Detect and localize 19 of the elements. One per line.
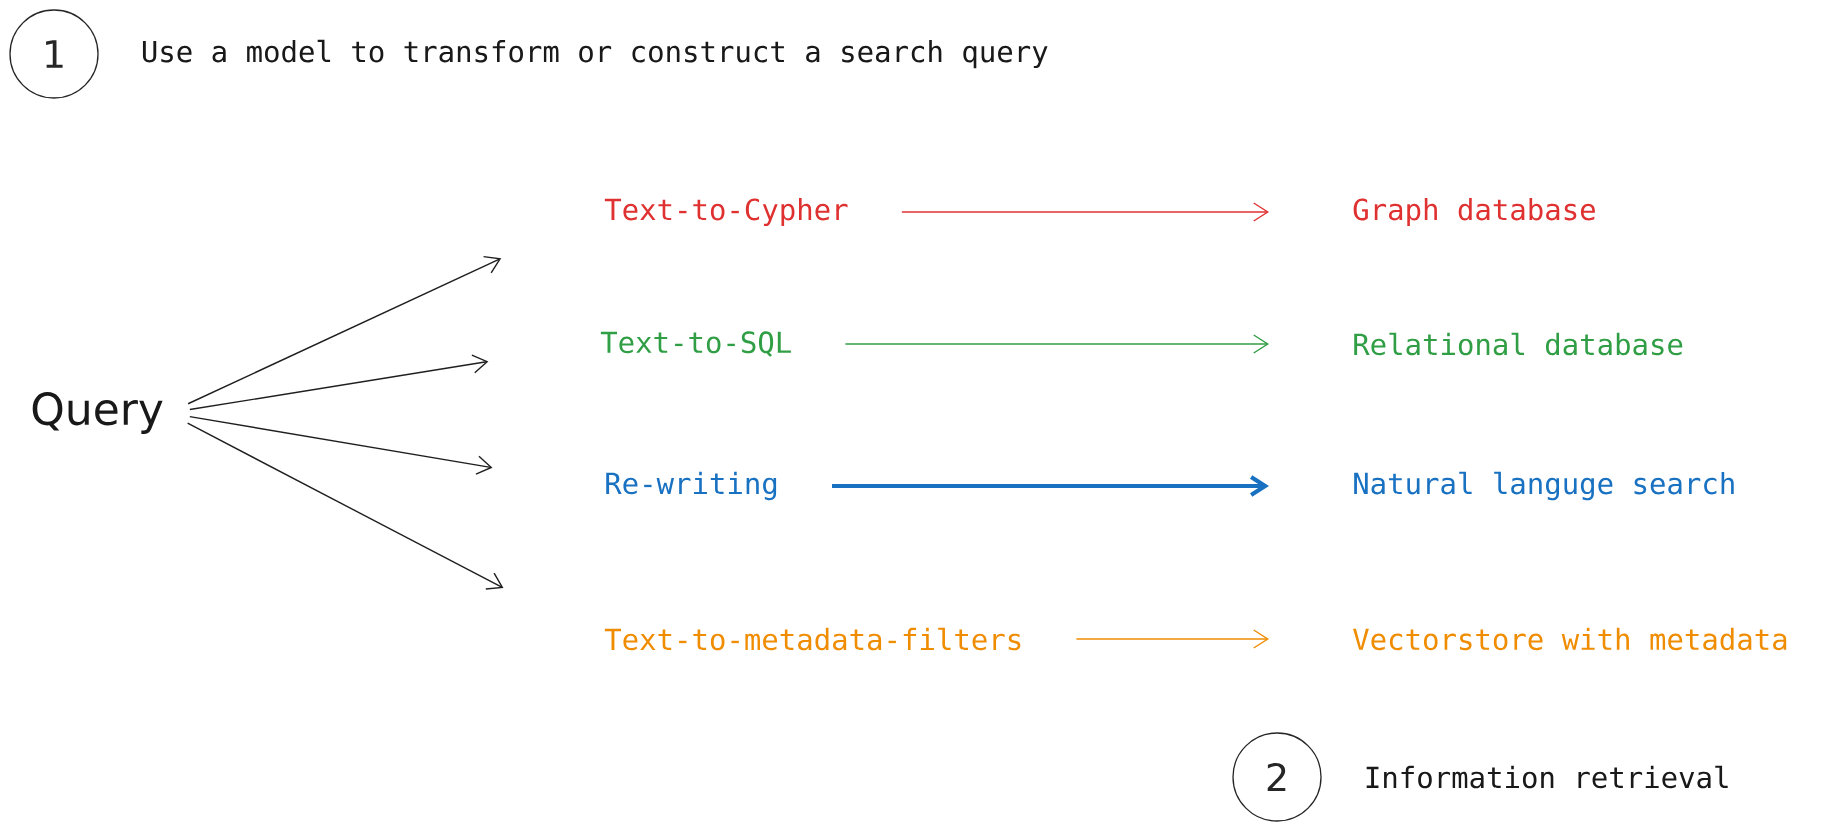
target-label: Vectorstore with metadata bbox=[1353, 627, 1787, 651]
heading-text: Information retrieval bbox=[1366, 765, 1728, 789]
arrow bbox=[1075, 629, 1269, 649]
target-label: Natural languge search bbox=[1354, 471, 1734, 501]
step-label: Re-writing bbox=[606, 471, 777, 501]
target-label: Graph database bbox=[1353, 197, 1595, 227]
step-label: Text-to-Cypher bbox=[604, 197, 848, 227]
step-label: Text-to-SQL bbox=[600, 331, 791, 357]
query-label: Query bbox=[32, 392, 163, 434]
target-label: Relational database bbox=[1354, 332, 1683, 356]
arrow bbox=[186, 422, 504, 590]
heading-text: Use a model to transform or construct a search query bbox=[142, 39, 1048, 69]
arrow bbox=[832, 475, 1269, 497]
arrow bbox=[187, 255, 502, 405]
arrow bbox=[844, 334, 1269, 354]
step-label: Text-to-metadata-filters bbox=[604, 627, 1021, 651]
arrow bbox=[189, 354, 489, 411]
arrow bbox=[901, 202, 1269, 222]
arrow bbox=[189, 415, 493, 475]
